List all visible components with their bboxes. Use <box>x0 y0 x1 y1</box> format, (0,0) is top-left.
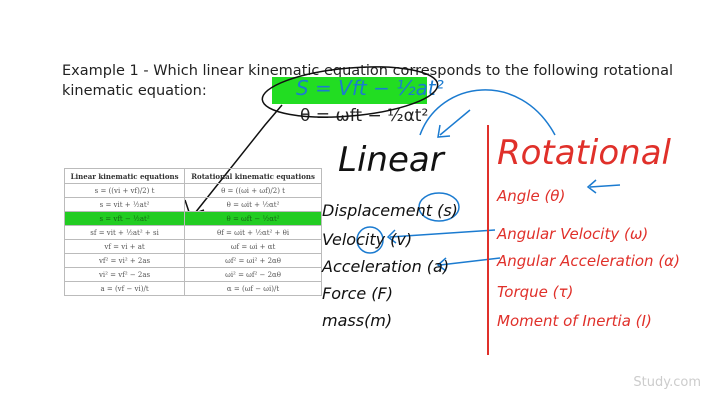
blue-circle <box>356 226 384 254</box>
table-header: Rotational kinematic equations <box>184 168 322 184</box>
table-cell: α = (ωf − ωi)/t <box>184 281 322 296</box>
rotational-item: Angle (θ) <box>497 187 566 205</box>
blue-arc <box>419 89 556 136</box>
table-cell: θ = ωit + ½αt² <box>184 197 322 212</box>
linear-item: Velocity (v) <box>322 230 413 249</box>
table-header: Linear kinematic equations <box>63 168 186 184</box>
table-cell: sf = vit + ½at² + si <box>63 225 186 240</box>
table-cell: θ = ((ωi + ωf)/2) t <box>184 183 322 198</box>
table-cell: s = vft − ½at² <box>63 211 186 226</box>
handwritten-answer: S = Vft − ½at² <box>296 76 444 100</box>
highlight-mark <box>272 77 427 104</box>
table-cell: ωf² = ωi² + 2αθ <box>184 253 322 268</box>
linear-item: Acceleration (a) <box>322 257 450 276</box>
circle-annotation <box>261 66 439 118</box>
blue-arrow <box>436 257 501 272</box>
table-cell: s = ((vi + vf)/2) t <box>63 183 186 198</box>
rotational-item: Angular Acceleration (α) <box>497 252 680 270</box>
blue-circle <box>418 192 460 222</box>
rotational-item: Angular Velocity (ω) <box>497 225 649 243</box>
blue-arrow <box>586 179 621 194</box>
rotational-item: Torque (τ) <box>497 283 574 301</box>
table-cell: ωf = ωi + αt <box>184 239 322 254</box>
linear-item: mass(m) <box>322 311 393 330</box>
table-cell: vf = vi + at <box>63 239 186 254</box>
watermark-logo: Study.com <box>633 375 701 390</box>
blue-arrow <box>437 109 471 138</box>
rotational-heading: Rotational <box>497 133 672 173</box>
divider-line <box>487 125 489 355</box>
table-cell: vi² = vf² − 2as <box>63 267 186 282</box>
table-cell: vf² = vi² + 2as <box>63 253 186 268</box>
table-cell: θf = ωit + ½αt² + θi <box>184 225 322 240</box>
blue-arrow <box>386 229 496 244</box>
kinematic-equations-table: Linear kinematic equations Rotational ki… <box>63 168 322 296</box>
rotational-item: Moment of Inertia (I) <box>497 312 652 330</box>
table-cell: s = vit + ½at² <box>63 197 186 212</box>
table-cell: ωi² = ωf² − 2αθ <box>184 267 322 282</box>
question-text: Example 1 - Which linear kinematic equat… <box>62 63 674 99</box>
linear-item: Displacement (s) <box>322 201 458 220</box>
table-cell: θ = ωft − ½αt² <box>184 211 322 226</box>
linear-item: Force (F) <box>322 284 393 303</box>
rotational-equation: θ = ωft − ½αt² <box>300 106 429 126</box>
linear-heading: Linear <box>338 140 444 180</box>
table-cell: a = (vf − vi)/t <box>63 281 186 296</box>
